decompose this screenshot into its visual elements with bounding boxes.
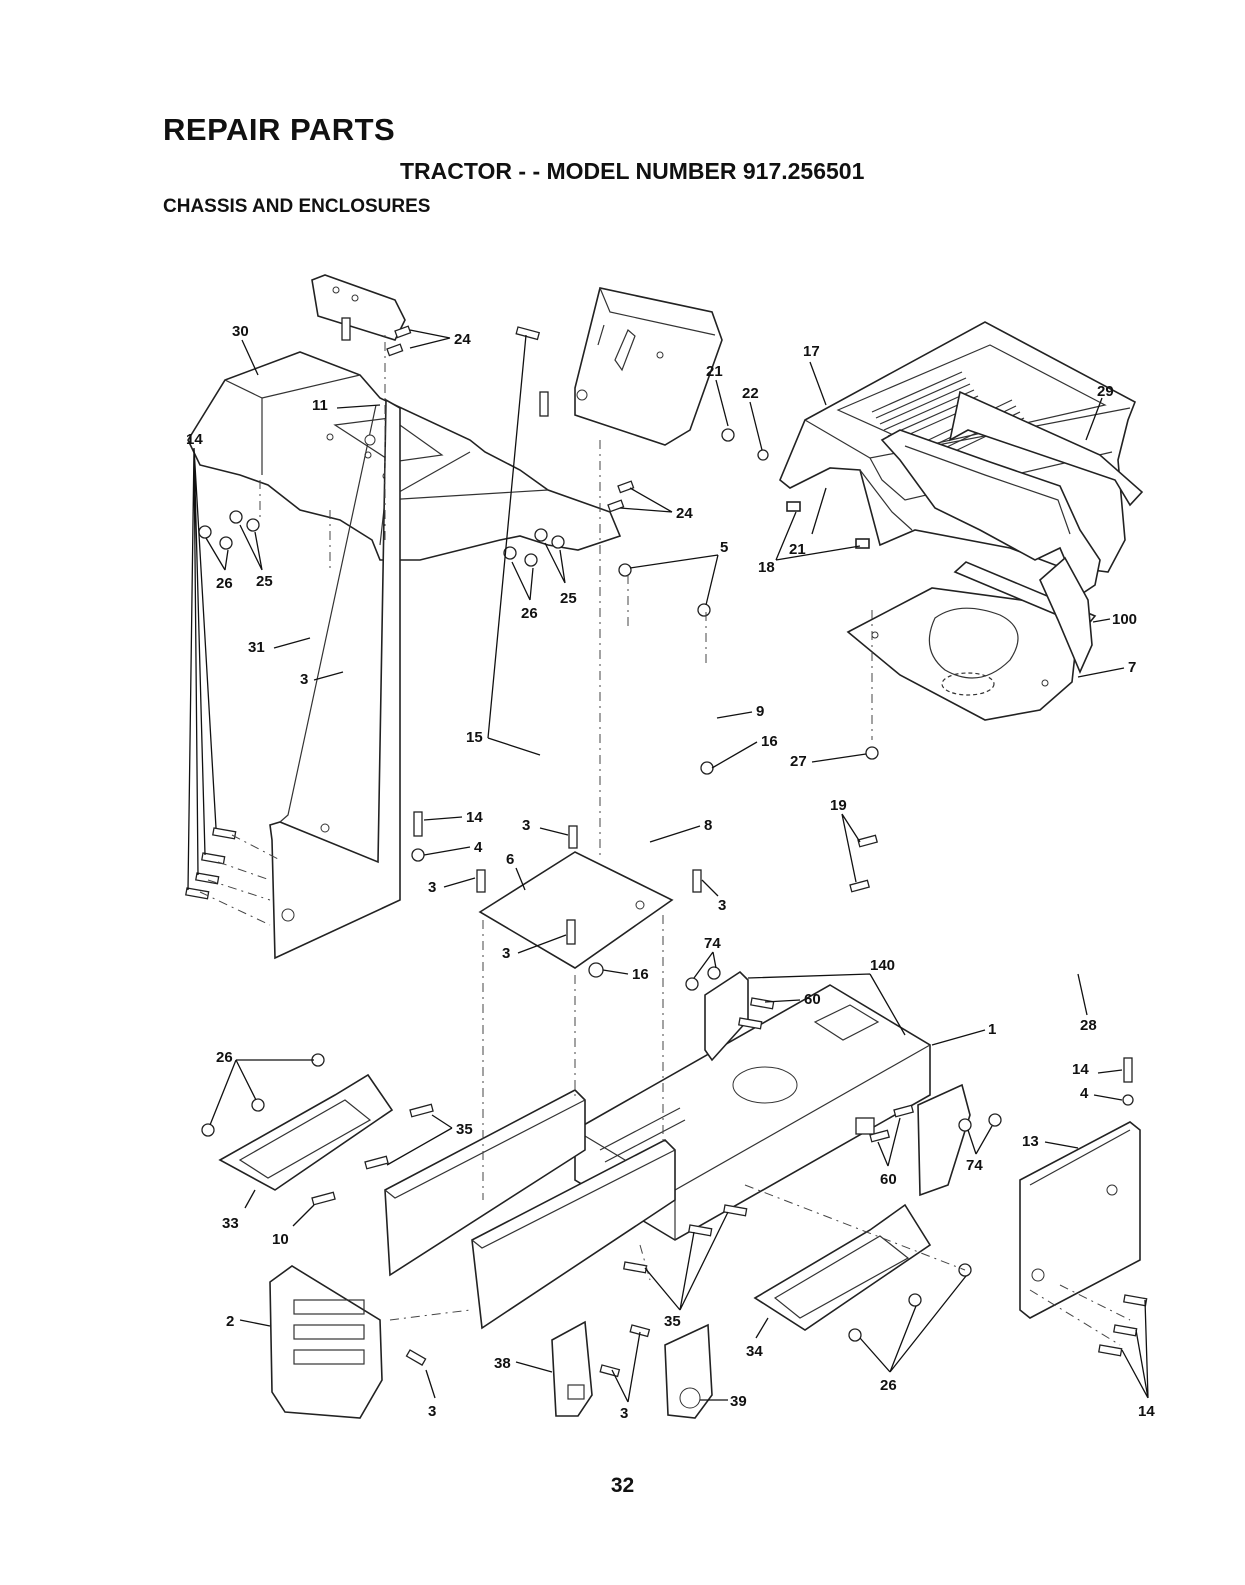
- callout-label: 4: [1080, 1085, 1089, 1102]
- callout-label: 25: [560, 590, 577, 607]
- callout-label: 9: [756, 703, 764, 720]
- callout-label: 14: [1138, 1403, 1155, 1420]
- callout-label: 34: [746, 1343, 763, 1360]
- dash-panel-part: [575, 288, 722, 445]
- callout-label: 60: [804, 991, 821, 1008]
- callout-label: 74: [966, 1157, 983, 1174]
- page-number: 32: [0, 1474, 1245, 1498]
- callout-label: 27: [790, 753, 807, 770]
- callout-label: 14: [466, 809, 483, 826]
- callout-label: 28: [1080, 1017, 1097, 1034]
- callout-label: 38: [494, 1355, 511, 1372]
- callout-label: 39: [730, 1393, 747, 1410]
- callout-label: 3: [522, 817, 530, 834]
- callout-label: 35: [664, 1313, 681, 1330]
- callout-label: 17: [803, 343, 820, 360]
- front-bracket-part: [270, 1266, 382, 1418]
- callout-label: 11: [312, 397, 328, 414]
- callout-label: 29: [1097, 383, 1114, 400]
- callout-label: 6: [506, 851, 514, 868]
- callout-label: 7: [1128, 659, 1136, 676]
- callout-label: 3: [718, 897, 726, 914]
- callout-label: 26: [216, 1049, 233, 1066]
- callout-label: 22: [742, 385, 759, 402]
- callout-label: 3: [428, 879, 436, 896]
- frame-bracket-part: [918, 1085, 970, 1195]
- callout-label: 14: [1072, 1061, 1089, 1078]
- callout-label: 14: [186, 431, 203, 448]
- callout-label: 10: [272, 1231, 289, 1248]
- right-rear-bracket-part: [665, 1325, 712, 1418]
- callout-label: 1: [988, 1021, 996, 1038]
- callout-label: 21: [706, 363, 723, 380]
- callout-label: 26: [216, 575, 233, 592]
- callout-label: 3: [620, 1405, 628, 1422]
- callout-label: 8: [704, 817, 712, 834]
- callout-label: 3: [428, 1403, 436, 1420]
- callout-label: 74: [704, 935, 721, 952]
- callout-label: 2: [226, 1313, 234, 1330]
- callout-label: 30: [232, 323, 249, 340]
- callout-label: 26: [521, 605, 538, 622]
- callout-label: 21: [789, 541, 806, 558]
- callout-label: 26: [880, 1377, 897, 1394]
- callout-label: 35: [456, 1121, 473, 1138]
- callout-label: 3: [300, 671, 308, 688]
- callout-label: 24: [454, 331, 471, 348]
- left-footrest-part: [220, 1075, 392, 1190]
- callout-label: 31: [248, 639, 265, 656]
- right-footrest-part: [755, 1205, 930, 1330]
- callout-label: 5: [720, 539, 728, 556]
- callout-label: 24: [676, 505, 693, 522]
- callout-label: 16: [761, 733, 778, 750]
- fender-bracket-part: [312, 275, 405, 340]
- callout-label: 18: [758, 559, 775, 576]
- callout-label: 33: [222, 1215, 239, 1232]
- callout-label: 140: [870, 957, 895, 974]
- callout-label: 15: [466, 729, 483, 746]
- callout-label: 19: [830, 797, 847, 814]
- callout-label: 25: [256, 573, 273, 590]
- callout-label: 16: [632, 966, 649, 983]
- callout-label: 4: [474, 839, 483, 856]
- callout-label: 100: [1112, 611, 1137, 628]
- callout-label: 13: [1022, 1133, 1039, 1150]
- left-rear-bracket-part: [552, 1322, 592, 1416]
- callout-label: 60: [880, 1171, 897, 1188]
- right-side-panel-part: [1020, 1122, 1140, 1318]
- callout-label: 3: [502, 945, 510, 962]
